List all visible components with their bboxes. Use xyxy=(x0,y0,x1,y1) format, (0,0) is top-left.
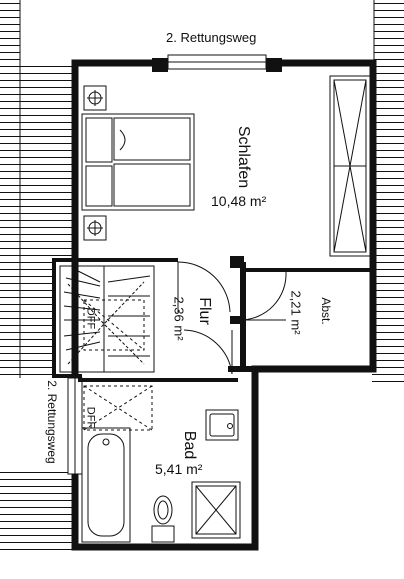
skylights xyxy=(83,299,153,431)
double-bed xyxy=(81,113,195,211)
nightstand-bottom xyxy=(83,215,107,241)
room-abst-name: Abst. xyxy=(319,297,333,325)
skylight-label-bath: DFF xyxy=(84,406,97,429)
skylight-label-stairs: DFF xyxy=(84,307,97,330)
left-window xyxy=(67,377,83,475)
toilet xyxy=(151,495,175,543)
wardrobe xyxy=(329,75,371,257)
top-window xyxy=(152,54,282,72)
room-bad-area: 5,41 m² xyxy=(155,461,203,477)
doors xyxy=(177,261,287,375)
staircase xyxy=(59,265,155,373)
sink xyxy=(205,409,239,441)
escape-route-left-label: 2. Rettungsweg xyxy=(45,380,59,464)
interior-walls xyxy=(52,256,374,382)
shower xyxy=(191,481,241,539)
bathtub xyxy=(81,427,131,543)
room-abst-area: 2,21 m² xyxy=(288,290,304,335)
room-flur-name: Flur xyxy=(196,297,213,325)
roof-hatching xyxy=(0,0,404,550)
room-flur-area: 2,36 m² xyxy=(171,296,187,341)
nightstand-top xyxy=(83,85,107,111)
room-schlafen-name: Schlafen xyxy=(235,125,252,189)
escape-route-top-label: 2. Rettungsweg xyxy=(166,30,257,45)
room-schlafen-area: 10,48 m² xyxy=(211,193,267,209)
room-bad-name: Bad xyxy=(181,430,198,460)
